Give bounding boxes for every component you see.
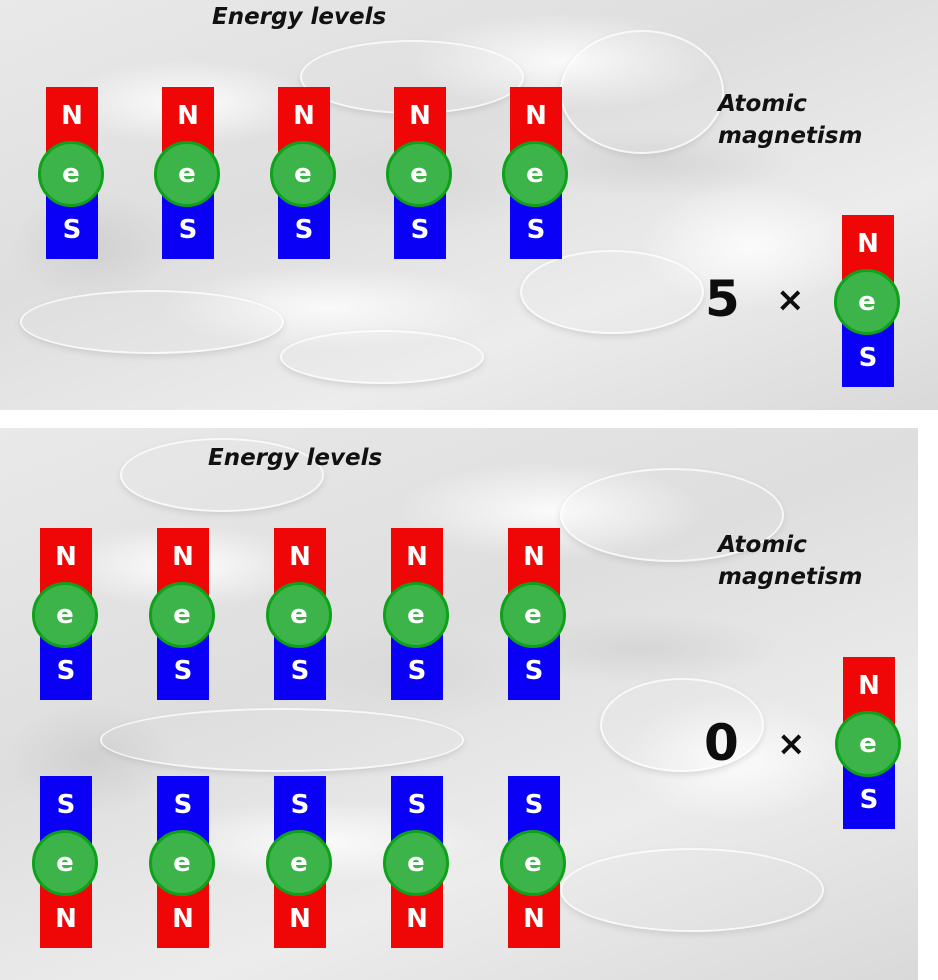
magnet-up: N S e bbox=[149, 528, 215, 700]
surface-highlight bbox=[280, 330, 484, 384]
electron: e bbox=[149, 830, 215, 896]
atomic-magnetism-line1: Atomic bbox=[718, 91, 807, 117]
electron: e bbox=[154, 141, 220, 207]
magnet-down: S N e bbox=[32, 776, 98, 948]
surface-highlight bbox=[600, 678, 764, 772]
electron: e bbox=[32, 830, 98, 896]
magnetism-count: 5 bbox=[705, 270, 740, 328]
electron: e bbox=[266, 582, 332, 648]
magnet-up: N S e bbox=[502, 87, 568, 259]
times-symbol: × bbox=[776, 280, 805, 320]
magnet-up: N S e bbox=[383, 528, 449, 700]
magnet-up: N S e bbox=[154, 87, 220, 259]
magnet-down: S N e bbox=[149, 776, 215, 948]
magnet-down: S N e bbox=[500, 776, 566, 948]
electron: e bbox=[502, 141, 568, 207]
atomic-magnetism-line2: magnetism bbox=[718, 123, 863, 149]
electron: e bbox=[834, 269, 900, 335]
surface-highlight bbox=[520, 250, 704, 334]
bottom-panel: Energy levels N S e N S e N S e N S e N … bbox=[0, 428, 918, 980]
electron: e bbox=[500, 830, 566, 896]
energy-levels-title: Energy levels bbox=[212, 4, 387, 30]
magnet-up: N S e bbox=[38, 87, 104, 259]
top-panel: Energy levels N S e N S e N S e N S e N … bbox=[0, 0, 938, 410]
magnet-up: N S e bbox=[386, 87, 452, 259]
atomic-magnetism-line2: magnetism bbox=[718, 564, 863, 590]
electron: e bbox=[835, 711, 901, 777]
magnet-up: N S e bbox=[500, 528, 566, 700]
electron: e bbox=[383, 582, 449, 648]
result-magnet: N S e bbox=[835, 657, 901, 829]
surface-highlight bbox=[20, 290, 284, 354]
electron: e bbox=[38, 141, 104, 207]
surface-highlight bbox=[120, 438, 324, 512]
magnet-up: N S e bbox=[266, 528, 332, 700]
electron: e bbox=[32, 582, 98, 648]
times-symbol: × bbox=[777, 724, 806, 764]
magnet-down: S N e bbox=[266, 776, 332, 948]
electron: e bbox=[386, 141, 452, 207]
atomic-magnetism-label: Atomic magnetism bbox=[718, 88, 862, 152]
magnet-up: N S e bbox=[270, 87, 336, 259]
magnetism-count: 0 bbox=[704, 714, 739, 772]
surface-highlight bbox=[560, 30, 724, 154]
result-magnet: N S e bbox=[834, 215, 900, 387]
atomic-magnetism-line1: Atomic bbox=[718, 532, 807, 558]
magnet-up: N S e bbox=[32, 528, 98, 700]
atomic-magnetism-label: Atomic magnetism bbox=[718, 529, 862, 593]
surface-highlight bbox=[560, 848, 824, 932]
magnet-down: S N e bbox=[383, 776, 449, 948]
electron: e bbox=[149, 582, 215, 648]
electron: e bbox=[270, 141, 336, 207]
surface-highlight bbox=[100, 708, 464, 772]
surface-highlight bbox=[560, 468, 784, 562]
electron: e bbox=[500, 582, 566, 648]
energy-levels-title: Energy levels bbox=[208, 445, 383, 471]
electron: e bbox=[266, 830, 332, 896]
electron: e bbox=[383, 830, 449, 896]
